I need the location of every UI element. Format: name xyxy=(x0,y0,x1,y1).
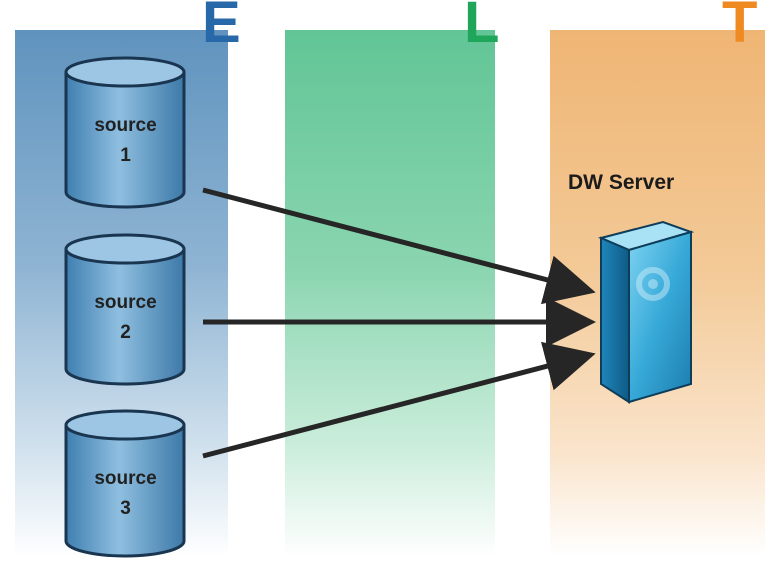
database-cylinder-icon xyxy=(64,56,186,209)
arrow-source-1-to-dw xyxy=(202,187,596,305)
database-cylinder-icon xyxy=(64,233,186,386)
server-icon xyxy=(597,220,695,404)
database-cylinder-icon xyxy=(64,409,186,558)
source-1-label: source 1 xyxy=(64,111,187,171)
gear-icon xyxy=(636,267,670,301)
source-1-database: source 1 xyxy=(64,56,187,211)
load-column xyxy=(285,30,495,557)
source-3-label: source 3 xyxy=(64,464,187,524)
source-2-database: source 2 xyxy=(64,233,187,388)
arrow-source-3-to-dw xyxy=(202,341,596,459)
dw-server-label: DW Server xyxy=(568,171,675,194)
source-word: source xyxy=(94,468,157,489)
transform-phase-letter: T xyxy=(722,0,758,55)
source-word: source xyxy=(94,292,157,313)
source-number: 3 xyxy=(120,498,131,519)
source-3-database: source 3 xyxy=(64,409,187,564)
source-2-label: source 2 xyxy=(64,288,187,348)
source-number: 1 xyxy=(120,145,131,166)
extract-phase-letter: E xyxy=(202,0,241,55)
source-word: source xyxy=(94,115,157,136)
load-phase-letter: L xyxy=(464,0,500,55)
source-number: 2 xyxy=(120,322,131,343)
